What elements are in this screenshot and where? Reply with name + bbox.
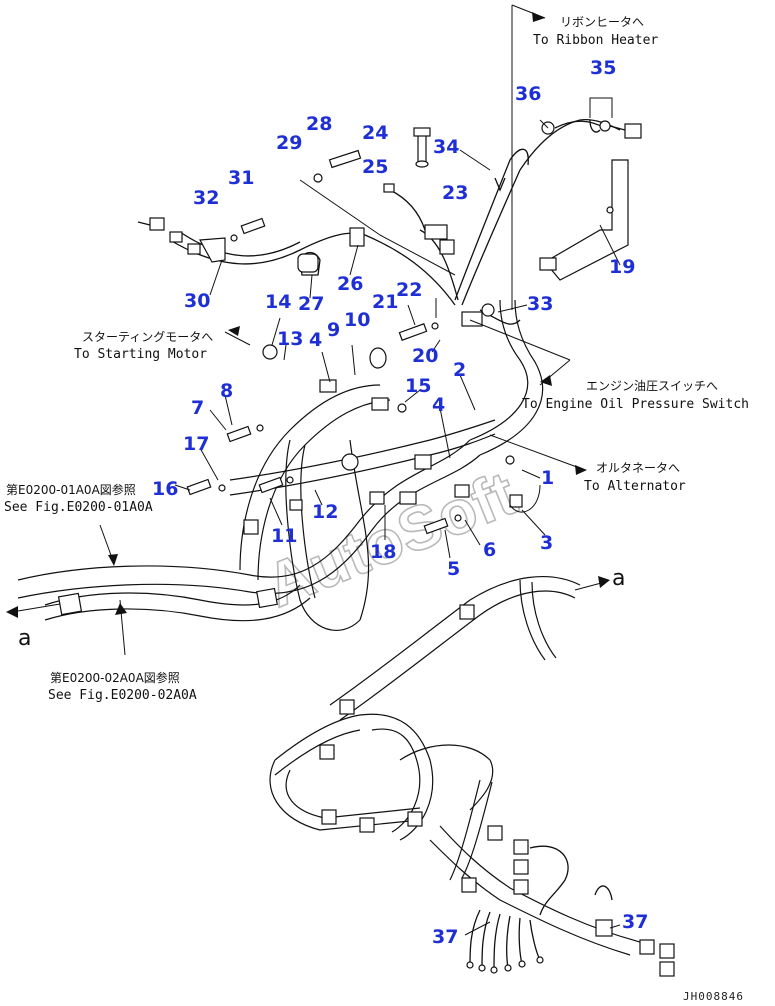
note-oil-pressure-jp: エンジン油圧スイッチへ [586, 379, 718, 393]
callout-19: 19 [609, 256, 635, 278]
note-starting-motor-jp: スターティングモータへ [82, 330, 213, 344]
drawing-code: JH008846 [683, 990, 744, 1003]
callout-26: 26 [337, 273, 363, 295]
callout-4: 4 [309, 329, 322, 351]
callout-18: 18 [370, 541, 396, 563]
callout-23: 23 [442, 182, 468, 204]
callout-32: 32 [193, 187, 219, 209]
callout-37-second: 37 [622, 911, 648, 933]
note-starting-motor-en: To Starting Motor [74, 347, 207, 362]
main-harness [17, 299, 544, 631]
callout-21: 21 [372, 291, 398, 313]
callout-13: 13 [277, 328, 303, 350]
callout-14: 14 [265, 291, 291, 313]
note-fig-02-jp: 第E0200-02A0A図参照 [50, 670, 180, 685]
callout-37: 37 [432, 926, 458, 948]
callout-9: 9 [327, 319, 340, 341]
note-fig-01-en: See Fig.E0200-01A0A [4, 500, 153, 515]
callout-27: 27 [298, 293, 324, 315]
callout-7: 7 [191, 397, 204, 419]
callout-3: 3 [540, 532, 553, 554]
callout-24: 24 [362, 122, 388, 144]
callout-22: 22 [396, 279, 422, 301]
note-oil-pressure-en: To Engine Oil Pressure Switch [522, 397, 749, 412]
callout-11: 11 [271, 525, 297, 547]
callout-8: 8 [220, 380, 233, 402]
callout-12: 12 [312, 501, 338, 523]
callout-10: 10 [344, 309, 370, 331]
note-alternator-en: To Alternator [584, 479, 686, 494]
callout-36: 36 [515, 83, 541, 105]
callout-17: 17 [183, 433, 209, 455]
callout-34: 34 [433, 136, 459, 158]
callout-29: 29 [276, 132, 302, 154]
callout-1: 1 [541, 467, 554, 489]
callout-35: 35 [590, 57, 616, 79]
harness-clamps [243, 379, 523, 535]
arrows [6, 12, 610, 618]
note-ribbon-heater-jp: リボンヒータへ [560, 15, 644, 29]
callout-28: 28 [306, 113, 332, 135]
callout-20: 20 [412, 345, 438, 367]
note-fig-01-jp: 第E0200-01A0A図参照 [6, 482, 136, 497]
note-ribbon-heater-en: To Ribbon Heater [533, 33, 658, 48]
callout-6: 6 [483, 539, 496, 561]
callout-15: 15 [405, 375, 431, 397]
callout-2: 2 [453, 359, 466, 381]
fasteners [186, 127, 515, 535]
callout-4-second: 4 [432, 394, 445, 416]
note-fig-02-en: See Fig.E0200-02A0A [48, 688, 197, 703]
connection-mark-right: a [612, 566, 625, 591]
callout-16: 16 [152, 478, 178, 500]
lower-harness [269, 576, 675, 977]
connection-mark-left: a [18, 626, 31, 651]
sensor-cluster-left [137, 217, 226, 263]
callout-5: 5 [447, 558, 460, 580]
note-alternator-jp: オルタネータへ [596, 461, 680, 475]
callout-31: 31 [228, 167, 254, 189]
clip-18-part [369, 491, 385, 505]
leader-lines [11, 4, 621, 936]
callout-30: 30 [184, 290, 210, 312]
callouts: 1 2 3 4 4 5 6 7 8 9 10 11 12 13 14 15 16… [152, 57, 648, 948]
callout-25: 25 [362, 156, 388, 178]
callout-33: 33 [527, 293, 553, 315]
ribbon-heater-connector [541, 97, 642, 139]
